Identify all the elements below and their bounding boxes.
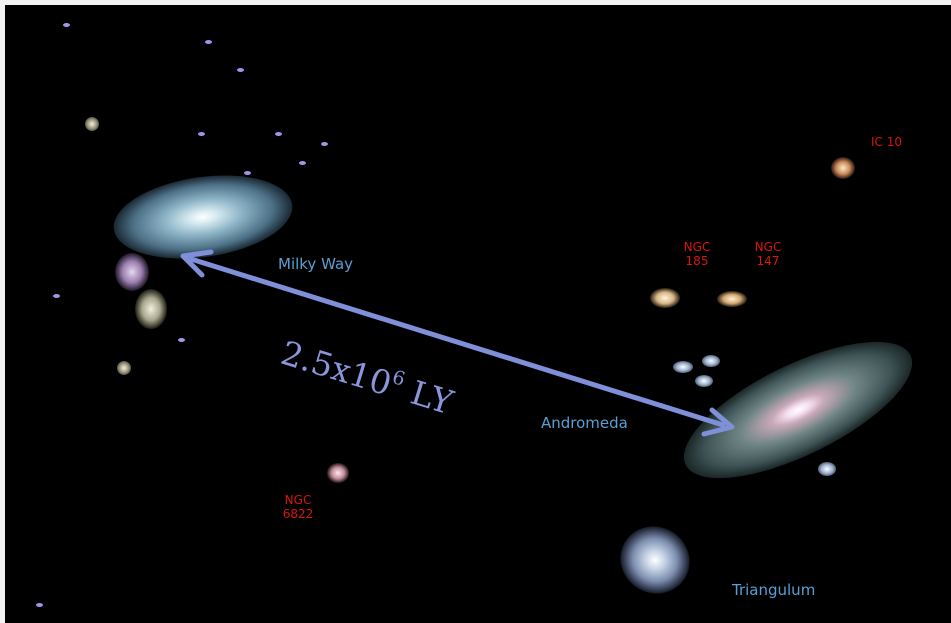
ngc-6822-dwarf-galaxy <box>327 463 349 483</box>
ngc-6822-label-line1: NGC <box>284 493 312 507</box>
andromeda-satellite-dwarf <box>818 462 836 476</box>
dwarf-dot <box>321 142 328 146</box>
dwarf-dot <box>237 68 244 72</box>
dwarf-dot <box>244 171 251 175</box>
ngc-185-label-line2: 185 <box>685 254 709 268</box>
ngc-6822-label-line2: 6822 <box>282 507 314 521</box>
small-dwarf-galaxy <box>117 361 131 375</box>
ngc-147-label-line1: NGC <box>754 240 782 254</box>
ngc-147-label-line2: 147 <box>756 254 780 268</box>
milky-way-label: Milky Way <box>278 255 354 273</box>
ngc-6822-label: NGC 6822 <box>278 493 318 521</box>
triangulum-label: Triangulum <box>732 581 816 599</box>
andromeda-satellite-dwarf <box>702 355 720 367</box>
ngc-147-dwarf-galaxy <box>717 291 747 307</box>
ngc-185-label-line1: NGC <box>683 240 711 254</box>
ic-10-dwarf-galaxy <box>831 157 855 179</box>
lmc-dwarf-galaxy <box>115 253 149 291</box>
dwarf-dot <box>198 132 205 136</box>
smc-dwarf-galaxy <box>135 289 167 329</box>
dwarf-dot <box>63 23 70 27</box>
ic-10-label: IC 10 <box>871 135 903 149</box>
dwarf-dot <box>299 161 306 165</box>
local-group-diagram: 2.5x106 LY Milky Way Andromeda Triangulu… <box>5 5 951 623</box>
andromeda-satellite-dwarf <box>695 375 713 387</box>
small-dwarf-galaxy <box>85 117 99 131</box>
ngc-147-label: NGC 147 <box>750 240 786 268</box>
dwarf-dot <box>275 132 282 136</box>
ngc-185-dwarf-galaxy <box>650 288 680 308</box>
distance-arrow <box>180 249 735 437</box>
dwarf-dot <box>36 603 43 607</box>
dwarf-dot <box>178 338 185 342</box>
ngc-185-label: NGC 185 <box>679 240 715 268</box>
dwarf-dot <box>205 40 212 44</box>
m32-dwarf-galaxy <box>673 361 693 373</box>
andromeda-label: Andromeda <box>541 414 628 432</box>
dwarf-dot <box>53 294 60 298</box>
